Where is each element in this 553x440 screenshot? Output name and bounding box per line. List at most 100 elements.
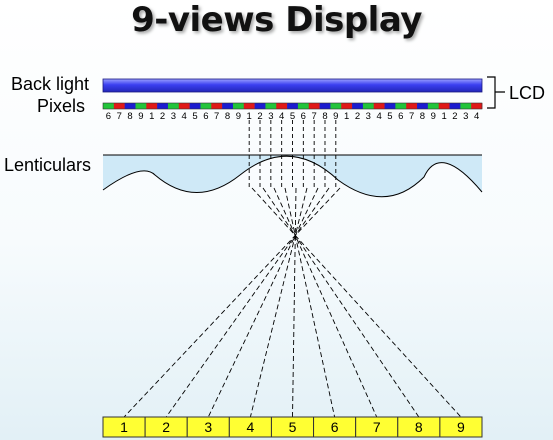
subpixel xyxy=(352,103,364,109)
view-box: 3 xyxy=(186,416,230,438)
view-box: 7 xyxy=(355,416,399,438)
subpixel xyxy=(384,103,396,109)
subpixel xyxy=(438,103,450,109)
pixel-number: 2 xyxy=(257,111,262,122)
pixels-label: Pixels xyxy=(37,96,85,116)
subpixel xyxy=(449,103,461,109)
subpixel xyxy=(287,103,299,109)
pixel-number: 1 xyxy=(441,111,446,122)
pixel-number: 3 xyxy=(463,111,468,122)
subpixel xyxy=(103,103,115,109)
subpixel xyxy=(276,103,288,109)
view-number: 4 xyxy=(246,419,254,435)
lcd-bracket xyxy=(487,76,505,109)
pixel-strip xyxy=(102,102,483,110)
subpixel xyxy=(330,103,342,109)
pixel-number: 5 xyxy=(387,111,392,122)
subpixel xyxy=(319,103,331,109)
pixel-number: 2 xyxy=(452,111,457,122)
views-row: 1 2 3 4 5 6 7 8 9 xyxy=(102,416,483,438)
pixel-number: 6 xyxy=(203,111,208,122)
pixel-number: 4 xyxy=(474,111,479,122)
subpixel xyxy=(254,103,266,109)
view-ray xyxy=(292,187,297,418)
view-number: 6 xyxy=(331,419,339,435)
view-number: 9 xyxy=(457,419,465,435)
pixel-number: 9 xyxy=(431,111,436,122)
view-box: 6 xyxy=(313,416,357,438)
subpixel xyxy=(362,103,375,109)
view-ray xyxy=(273,187,378,418)
pixel-number: 8 xyxy=(127,111,132,122)
pixel-number: 3 xyxy=(268,111,273,122)
pixel-number: 1 xyxy=(149,111,154,122)
view-number: 7 xyxy=(373,419,381,435)
pixel-number: 7 xyxy=(312,111,317,122)
view-ray xyxy=(251,187,462,418)
view-ray xyxy=(123,187,341,418)
pixel-number: 2 xyxy=(160,111,165,122)
view-number: 1 xyxy=(120,419,128,435)
pixel-number: 4 xyxy=(182,111,187,122)
view-ray xyxy=(165,187,330,418)
view-number: 2 xyxy=(162,419,170,435)
pixel-number: 5 xyxy=(192,111,197,122)
pixel-number: 4 xyxy=(376,111,381,122)
pixel-number: 1 xyxy=(344,111,349,122)
subpixel xyxy=(395,103,407,109)
lcd-label: LCD xyxy=(509,83,545,103)
pixel-number: 9 xyxy=(236,111,241,122)
pixel-number: 8 xyxy=(420,111,425,122)
subpixel xyxy=(200,103,212,109)
subpixel xyxy=(471,103,483,109)
lens-curve xyxy=(102,155,483,198)
pixel-number: 6 xyxy=(301,111,306,122)
backlight-bar xyxy=(102,78,483,93)
subpixel xyxy=(427,103,439,109)
slide-title: 9-views Display xyxy=(131,0,422,40)
pixel-number: 9 xyxy=(333,111,338,122)
view-box: 9 xyxy=(439,416,483,438)
view-box: 8 xyxy=(397,416,441,438)
subpixel xyxy=(243,103,255,109)
view-box: 4 xyxy=(228,416,272,438)
subpixel xyxy=(178,103,190,109)
lenticulars-label: Lenticulars xyxy=(4,155,91,175)
pixel-number: 4 xyxy=(279,111,284,122)
pixel-number: 8 xyxy=(225,111,230,122)
subpixel xyxy=(265,103,277,109)
pixel-number: 3 xyxy=(366,111,371,122)
subpixel xyxy=(146,103,158,109)
subpixel xyxy=(167,103,180,109)
subpixel xyxy=(211,103,223,109)
pixel-number: 8 xyxy=(322,111,327,122)
subpixel xyxy=(189,103,201,109)
view-box: 2 xyxy=(144,416,188,438)
pixel-number: 1 xyxy=(247,111,252,122)
view-box: 5 xyxy=(270,416,315,438)
pixel-number: 7 xyxy=(117,111,122,122)
view-ray xyxy=(207,187,319,418)
subpixel xyxy=(460,103,472,109)
view-ray xyxy=(262,187,420,418)
pixel-number: 7 xyxy=(409,111,414,122)
pixel-number: 2 xyxy=(355,111,360,122)
pixel-number: 5 xyxy=(290,111,295,122)
pixel-number: 6 xyxy=(398,111,403,122)
pixel-number: 7 xyxy=(214,111,219,122)
subpixel xyxy=(308,103,320,109)
pixel-rays xyxy=(248,120,337,188)
subpixel xyxy=(341,103,353,109)
view-number: 8 xyxy=(415,419,423,435)
subpixel xyxy=(297,103,310,109)
view-number: 3 xyxy=(204,419,212,435)
subpixel xyxy=(417,103,429,109)
pixel-number: 3 xyxy=(171,111,176,122)
view-ray xyxy=(249,187,308,418)
subpixel xyxy=(406,103,418,109)
subpixel xyxy=(135,103,147,109)
view-number: 5 xyxy=(289,419,297,435)
